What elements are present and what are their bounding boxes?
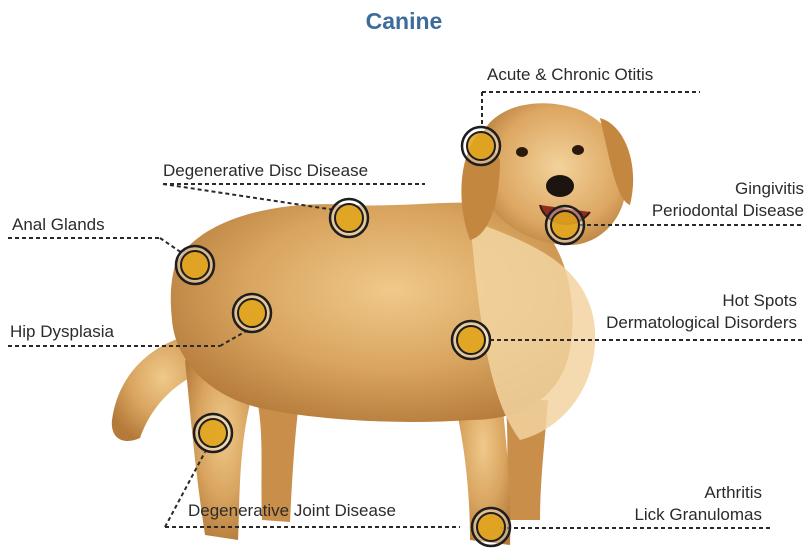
dog-eye-right <box>572 145 584 155</box>
marker-anal <box>176 246 214 284</box>
callout-text-gingivitis-0: Gingivitis <box>652 178 804 200</box>
marker-otitis <box>462 127 500 165</box>
marker-hotspots <box>452 321 490 359</box>
callout-text-hotspots-0: Hot Spots <box>606 290 797 312</box>
callout-text-arthritis-1: Lick Granulomas <box>634 504 762 526</box>
leader-connector-anal <box>160 238 182 253</box>
callout-text-arthritis-0: Arthritis <box>634 482 762 504</box>
dog-nose <box>546 175 574 197</box>
marker-arthritis <box>472 508 510 546</box>
callout-text-hip-0: Hip Dysplasia <box>10 321 114 343</box>
callout-text-gingivitis-1: Periodontal Disease <box>652 200 804 222</box>
marker-hip <box>233 294 271 332</box>
callout-text-disc-0: Degenerative Disc Disease <box>163 160 368 182</box>
callout-text-anal-0: Anal Glands <box>12 214 105 236</box>
callout-label-otitis: Acute & Chronic Otitis <box>487 64 653 86</box>
callout-label-hip: Hip Dysplasia <box>10 321 114 343</box>
leader-connector-disc <box>163 184 335 210</box>
callout-text-joint-0: Degenerative Joint Disease <box>188 500 396 522</box>
callout-text-otitis-0: Acute & Chronic Otitis <box>487 64 653 86</box>
callout-label-joint: Degenerative Joint Disease <box>188 500 396 522</box>
marker-gingivitis <box>546 206 584 244</box>
callout-label-disc: Degenerative Disc Disease <box>163 160 368 182</box>
dog-eye-left <box>516 147 528 157</box>
marker-joint <box>194 414 232 452</box>
callout-label-anal: Anal Glands <box>12 214 105 236</box>
callout-text-hotspots-1: Dermatological Disorders <box>606 312 797 334</box>
marker-disc <box>330 199 368 237</box>
